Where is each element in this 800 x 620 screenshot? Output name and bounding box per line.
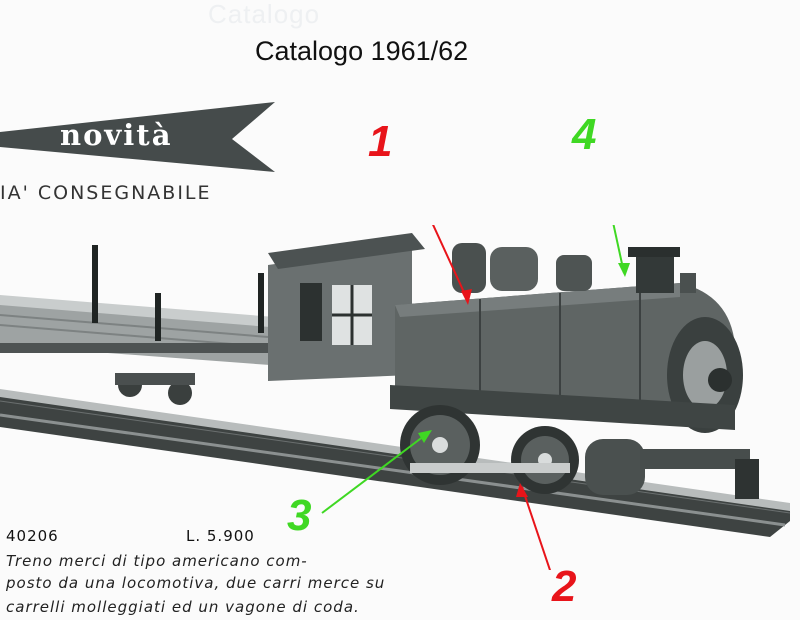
callout-3: 3: [287, 491, 312, 540]
ghost-heading: Catalogo: [208, 0, 321, 29]
callout-4: 4: [572, 110, 597, 159]
novita-badge: [0, 102, 275, 172]
callout-arrows: [321, 225, 630, 570]
flatcar-wagon: [0, 245, 275, 405]
callout-1: 1: [368, 117, 393, 166]
product-price: L. 5.900: [186, 527, 255, 545]
page-title: Catalogo 1961/62: [255, 36, 469, 66]
description-line-1: Treno merci di tipo americano com-: [6, 552, 308, 570]
description-line-3: carrelli molleggiati ed un vagone di cod…: [6, 598, 360, 616]
badge-subtitle: IA' CONSEGNABILE: [0, 182, 212, 204]
description-line-2: posto da una locomotiva, due carri merce…: [6, 574, 386, 592]
product-code: 40206: [6, 527, 59, 545]
locomotive: [268, 233, 759, 499]
callout-2: 2: [552, 562, 577, 611]
train-illustration: [0, 225, 791, 570]
badge-label: novità: [60, 118, 173, 152]
